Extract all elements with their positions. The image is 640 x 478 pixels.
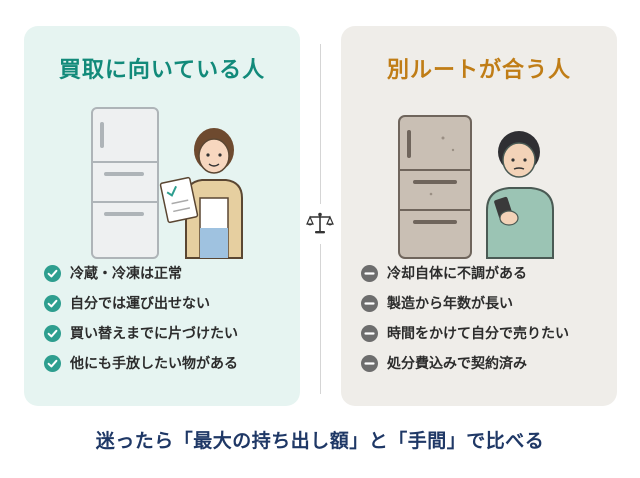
minus-circle-icon bbox=[361, 354, 378, 372]
list-item-label: 処分費込みで契約済み bbox=[387, 356, 527, 372]
fridge-icon bbox=[91, 107, 159, 259]
new-fridge-woman-illustration bbox=[91, 107, 243, 259]
center-divider-bottom bbox=[320, 244, 321, 394]
list-item: 他にも手放したい物がある bbox=[44, 348, 238, 378]
woman-icon bbox=[159, 128, 243, 259]
check-circle-icon bbox=[44, 264, 61, 282]
other-route-list: 冷却自体に不調がある 製造から年数が長い 時間をかけて自分で売りたい 処分費込み… bbox=[361, 258, 569, 378]
list-item: 時間をかけて自分で売りたい bbox=[361, 318, 569, 348]
center-divider-top bbox=[320, 44, 321, 204]
list-item-label: 冷蔵・冷凍は正常 bbox=[70, 266, 182, 282]
other-route-card: 別ルートが合う人 bbox=[341, 26, 617, 406]
list-item: 買い替えまでに片づけたい bbox=[44, 318, 238, 348]
list-item-label: 冷却自体に不調がある bbox=[387, 266, 527, 282]
old-fridge-icon bbox=[398, 115, 472, 259]
minus-circle-icon bbox=[361, 264, 378, 282]
list-item: 自分では運び出せない bbox=[44, 288, 238, 318]
check-circle-icon bbox=[44, 324, 61, 342]
man-with-phone-icon bbox=[486, 131, 554, 259]
list-item-label: 他にも手放したい物がある bbox=[70, 356, 238, 372]
minus-circle-icon bbox=[361, 294, 378, 312]
list-item: 製造から年数が長い bbox=[361, 288, 569, 318]
list-item: 冷蔵・冷凍は正常 bbox=[44, 258, 238, 288]
check-circle-icon bbox=[44, 354, 61, 372]
old-fridge-man-illustration bbox=[398, 115, 554, 259]
footer-caption: 迷ったら「最大の持ち出し額」と「手間」で比べる bbox=[95, 430, 545, 452]
check-circle-icon bbox=[44, 294, 61, 312]
list-item-label: 自分では運び出せない bbox=[70, 296, 210, 312]
buyback-suited-card: 買取に向いている人 bbox=[24, 26, 300, 406]
other-route-title: 別ルートが合う人 bbox=[386, 58, 571, 83]
list-item-label: 製造から年数が長い bbox=[387, 296, 513, 312]
buyback-suited-title: 買取に向いている人 bbox=[58, 58, 266, 83]
buyback-suited-list: 冷蔵・冷凍は正常 自分では運び出せない 買い替えまでに片づけたい 他にも手放した… bbox=[44, 258, 238, 378]
list-item: 処分費込みで契約済み bbox=[361, 348, 569, 378]
list-item: 冷却自体に不調がある bbox=[361, 258, 569, 288]
list-item-label: 買い替えまでに片づけたい bbox=[70, 326, 238, 342]
balance-scale-icon bbox=[306, 212, 334, 234]
minus-circle-icon bbox=[361, 324, 378, 342]
list-item-label: 時間をかけて自分で売りたい bbox=[387, 326, 569, 342]
